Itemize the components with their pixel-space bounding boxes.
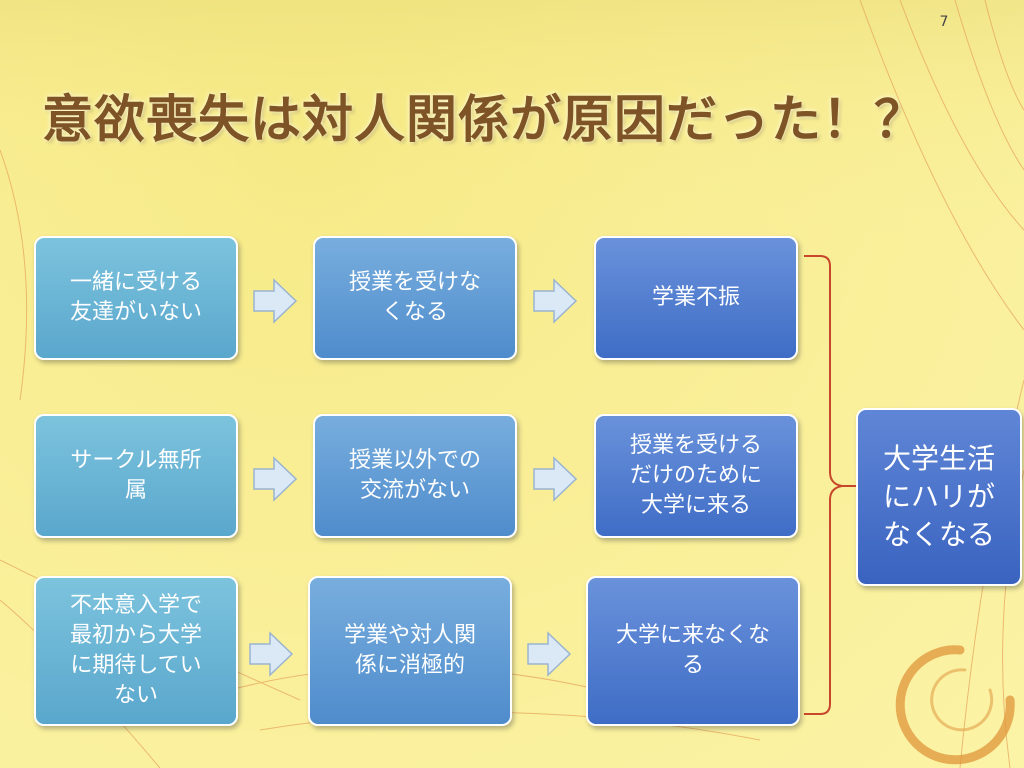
box-line: 大学に来なくな [615, 623, 770, 648]
box-text: 大学に来なくな る [616, 621, 770, 681]
right-arrow-icon [527, 631, 572, 677]
box-text: 授業を受ける だけのために 大学に来る [630, 431, 762, 521]
cause-box-no-friends: 一緒に受ける 友達がいない [34, 236, 238, 360]
effect-box-no-interaction: 授業以外での 交流がない [313, 414, 517, 538]
box-text: 不本意入学で 最初から大学 に期待してい ない [70, 591, 202, 711]
slide-number: 7 [939, 14, 949, 30]
box-text: 学業不振 [652, 283, 740, 313]
box-line: 大学に来る [640, 493, 751, 518]
box-line: 交流がない [359, 478, 470, 503]
cause-box-reluctant-enrollment: 不本意入学で 最初から大学 に期待してい ない [34, 576, 238, 726]
right-arrow-icon [533, 278, 578, 324]
box-line: だけのために [629, 463, 762, 488]
box-text: 授業以外での 交流がない [349, 446, 481, 506]
outcome-box-stop-attending: 大学に来なくな る [586, 576, 800, 726]
box-line: 属 [124, 478, 147, 503]
right-curly-brace [804, 255, 856, 715]
box-line: る [681, 653, 704, 678]
box-line: 大学生活 [882, 442, 995, 475]
box-line: に期待してい [70, 653, 202, 678]
effect-box-passive: 学業や対人関 係に消極的 [308, 576, 512, 726]
effect-box-skip-classes: 授業を受けな くなる [313, 236, 517, 360]
box-line: にハリが [882, 480, 995, 513]
box-text: 授業を受けな くなる [349, 268, 481, 328]
cause-box-no-club: サークル無所 属 [34, 414, 238, 538]
box-line: 授業以外での [348, 448, 481, 473]
box-line: 学業不振 [651, 285, 740, 310]
box-text: 大学生活 にハリが なくなる [883, 440, 995, 554]
box-line: 係に消極的 [354, 653, 465, 678]
slide-title: 意欲喪失は対人関係が原因だった！？ [42, 91, 927, 150]
right-arrow-icon [533, 456, 578, 502]
box-line: くなる [381, 300, 448, 325]
outcome-box-poor-grades: 学業不振 [594, 236, 798, 360]
box-line: 最初から大学 [69, 623, 202, 648]
outcome-box-only-classes: 授業を受ける だけのために 大学に来る [594, 414, 798, 538]
box-text: サークル無所 属 [70, 446, 201, 506]
right-arrow-icon [253, 456, 298, 502]
box-line: 学業や対人関 [343, 623, 476, 648]
box-line: なくなる [882, 518, 995, 551]
result-box-life-loses-spark: 大学生活 にハリが なくなる [856, 408, 1022, 586]
box-line: 授業を受けな [348, 270, 481, 295]
box-line: 一緒に受ける [69, 270, 202, 295]
box-text: 一緒に受ける 友達がいない [70, 268, 202, 328]
box-text: 学業や対人関 係に消極的 [344, 621, 476, 681]
box-line: ない [113, 683, 158, 708]
box-line: サークル無所 [70, 448, 202, 473]
right-arrow-icon [253, 278, 298, 324]
box-line: 不本意入学で [69, 593, 202, 618]
box-line: 授業を受ける [629, 433, 762, 458]
box-line: 友達がいない [69, 300, 202, 325]
right-arrow-icon [249, 631, 294, 677]
